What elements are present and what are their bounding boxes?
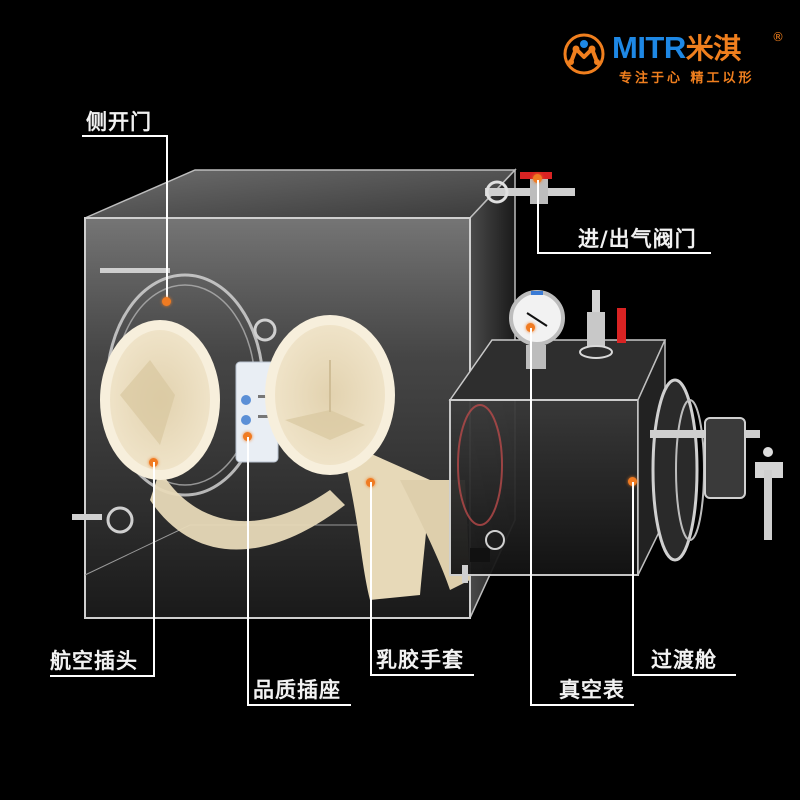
callout-label: 品质插座	[253, 678, 341, 702]
callout-line	[632, 482, 634, 675]
callout-label: 过渡舱	[651, 648, 717, 672]
callout-dot	[243, 432, 252, 441]
callout-line	[530, 328, 532, 705]
callout-line	[537, 252, 711, 254]
brand-slogan: 专注于心 精工以形	[619, 71, 755, 86]
callout-dot	[162, 297, 171, 306]
callout-line	[370, 674, 474, 676]
callout-label: 真空表	[559, 678, 625, 702]
callout-line	[247, 437, 249, 705]
callout-line	[537, 180, 539, 252]
callout-line	[153, 462, 155, 677]
callout-label: 乳胶手套	[376, 648, 464, 672]
callout-label: 侧开门	[86, 110, 152, 134]
callout-line	[247, 704, 351, 706]
callout-label: 航空插头	[50, 649, 138, 673]
callout-dot	[628, 477, 637, 486]
brand-name-latin: MITR	[612, 30, 686, 65]
callout-line	[82, 135, 167, 137]
brand-name-cn: 米淇	[685, 33, 742, 64]
callout-label: 进/出气阀门	[578, 227, 697, 251]
brand-logo: MITR米淇 ® 专注于心 精工以形	[562, 30, 792, 86]
callout-dot	[526, 323, 535, 332]
callout-line	[50, 675, 155, 677]
callout-line	[632, 674, 736, 676]
callout-line	[370, 482, 372, 674]
brand-name: MITR米淇	[612, 30, 741, 67]
callout-line	[166, 135, 168, 300]
callout-dot	[533, 174, 542, 183]
callout-line	[530, 704, 634, 706]
registered-mark: ®	[772, 30, 784, 44]
brand-logo-icon	[563, 33, 605, 75]
